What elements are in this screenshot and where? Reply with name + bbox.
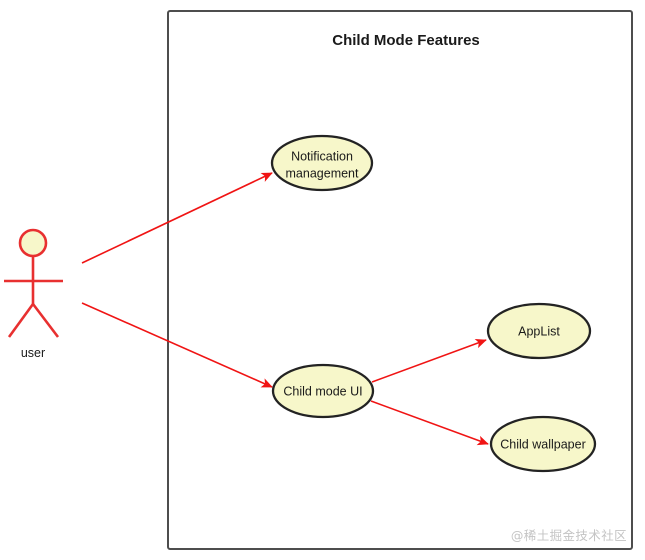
actor-leg-left — [7, 303, 35, 338]
use-case-ellipse — [271, 363, 375, 419]
actor-leg-right — [31, 303, 60, 338]
page-title: Child Mode Features — [332, 32, 480, 49]
use-case-child-wallpaper[interactable]: Child wallpaper — [489, 415, 597, 473]
use-case-ellipse — [489, 415, 597, 473]
actor-head-icon — [18, 228, 48, 258]
association-child-mode-ui-to-applist[interactable] — [371, 338, 487, 383]
use-case-label-line-1: AppList — [518, 324, 560, 338]
use-case-label-line-2: management — [286, 166, 359, 180]
actor-user[interactable]: user — [4, 228, 63, 360]
use-case-applist[interactable]: AppList — [486, 302, 592, 360]
use-case-label-line-1: Notification — [291, 149, 353, 163]
use-case-label-line-1: Child wallpaper — [500, 437, 585, 451]
association-user-to-child-mode-ui[interactable] — [81, 302, 273, 388]
association-child-mode-ui-to-child-wallpaper[interactable] — [370, 400, 489, 446]
association-user-to-notification-management[interactable] — [81, 172, 273, 264]
use-case-child-mode-ui[interactable]: Child mode UI — [271, 363, 375, 419]
use-case-ellipse — [270, 134, 374, 192]
watermark: @稀土掘金技术社区 — [510, 528, 627, 543]
use-case-ellipse — [486, 302, 592, 360]
use-case-label-line-1: Child mode UI — [283, 384, 362, 398]
actor-label-user: user — [21, 346, 45, 360]
use-case-notification-management[interactable]: Notification management — [270, 134, 374, 192]
